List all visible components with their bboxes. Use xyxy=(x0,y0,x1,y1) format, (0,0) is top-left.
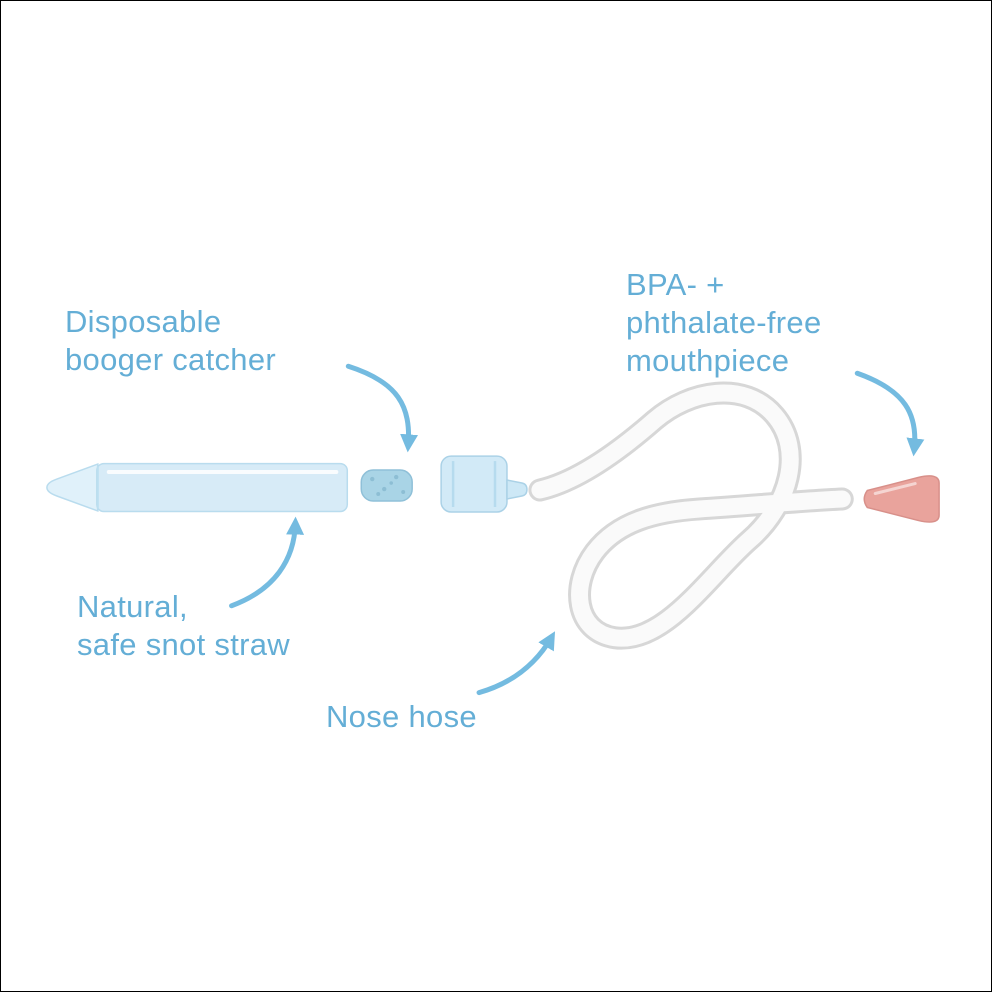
collection-cap xyxy=(440,455,528,513)
foam-filter xyxy=(360,469,413,502)
mouthpiece xyxy=(863,475,940,523)
nose-hose-tube xyxy=(528,381,854,650)
label-line: BPA- + xyxy=(626,267,725,302)
arrow-to-mouthpiece xyxy=(854,370,925,457)
arrow-to-foam-filter xyxy=(345,363,419,453)
label-line: mouthpiece xyxy=(626,343,790,378)
label-mouthpiece: BPA- + phthalate-free mouthpiece xyxy=(626,266,822,380)
label-nose-hose: Nose hose xyxy=(326,698,477,736)
label-line: safe snot straw xyxy=(77,627,290,662)
label-snot-straw: Natural, safe snot straw xyxy=(77,588,290,664)
arrow-to-snot-straw xyxy=(229,516,305,609)
label-booger-catcher: Disposable booger catcher xyxy=(65,303,276,379)
arrow-to-nose-hose xyxy=(476,631,556,696)
label-line: phthalate-free xyxy=(626,305,822,340)
label-line: Natural, xyxy=(77,589,188,624)
label-line: Disposable xyxy=(65,304,222,339)
label-line: Nose hose xyxy=(326,699,477,734)
label-line: booger catcher xyxy=(65,342,276,377)
snot-straw xyxy=(46,462,349,513)
